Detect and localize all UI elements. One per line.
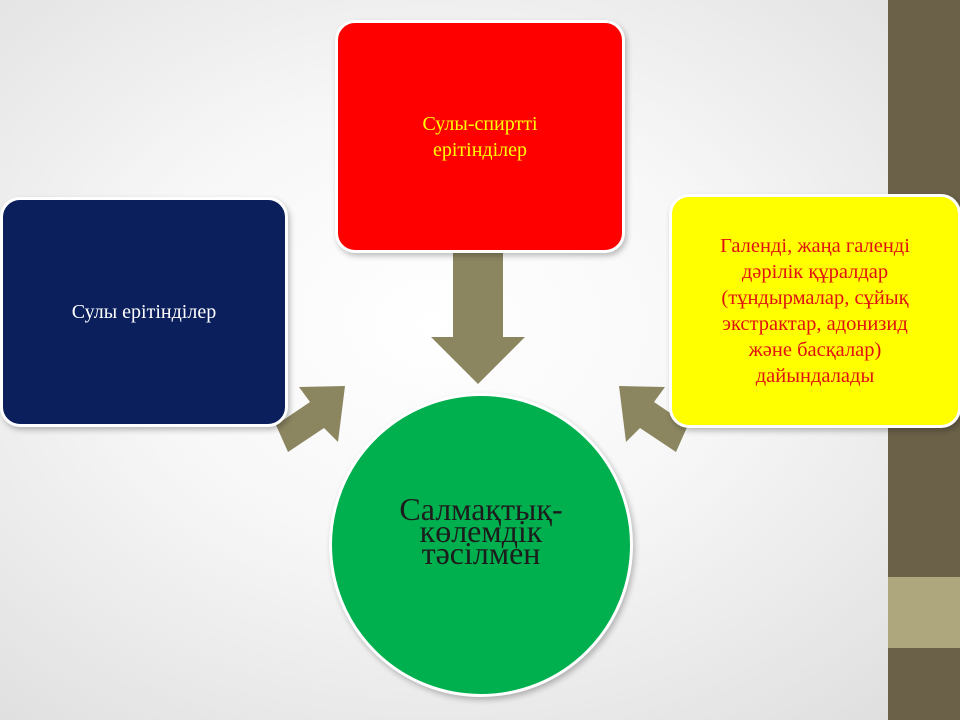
- circle-line-3: тәсілмен: [421, 535, 541, 571]
- galenic-preparations-box: Галенді, жаңа галенді дәрілік құралдар (…: [669, 194, 960, 428]
- water-alcohol-solutions-box: Сулы-спиртті ерітінділер: [335, 20, 625, 253]
- right-box-line-2: дәрілік құралдар: [741, 261, 889, 283]
- side-decor-accent: [888, 577, 960, 648]
- arrow-left-diagonal: [276, 386, 345, 452]
- right-box-line-5: және басқалар): [748, 339, 882, 361]
- aqueous-solutions-box: Сулы ерітінділер: [0, 197, 288, 427]
- right-box-line-1: Галенді, жаңа галенді: [720, 235, 910, 257]
- top-box-line-1: Сулы-спиртті: [422, 113, 538, 135]
- circle-line-2: көлемдік: [419, 513, 543, 549]
- arrow-right-diagonal: [619, 386, 688, 452]
- right-box-line-4: экстрактар, адонизид: [722, 313, 908, 335]
- weight-volume-method-circle: Салмақтық- көлемдік тәсілмен: [329, 393, 633, 697]
- right-box-line-3: (тұндырмалар, сұйық: [721, 287, 909, 309]
- right-box-line-6: дайындалады: [755, 365, 875, 387]
- circle-line-1: Салмақтық-: [399, 491, 563, 527]
- aqueous-solutions-label: Сулы ерітінділер: [71, 300, 217, 323]
- arrow-top-down: [431, 252, 525, 384]
- top-box-line-2: ерітінділер: [432, 139, 527, 161]
